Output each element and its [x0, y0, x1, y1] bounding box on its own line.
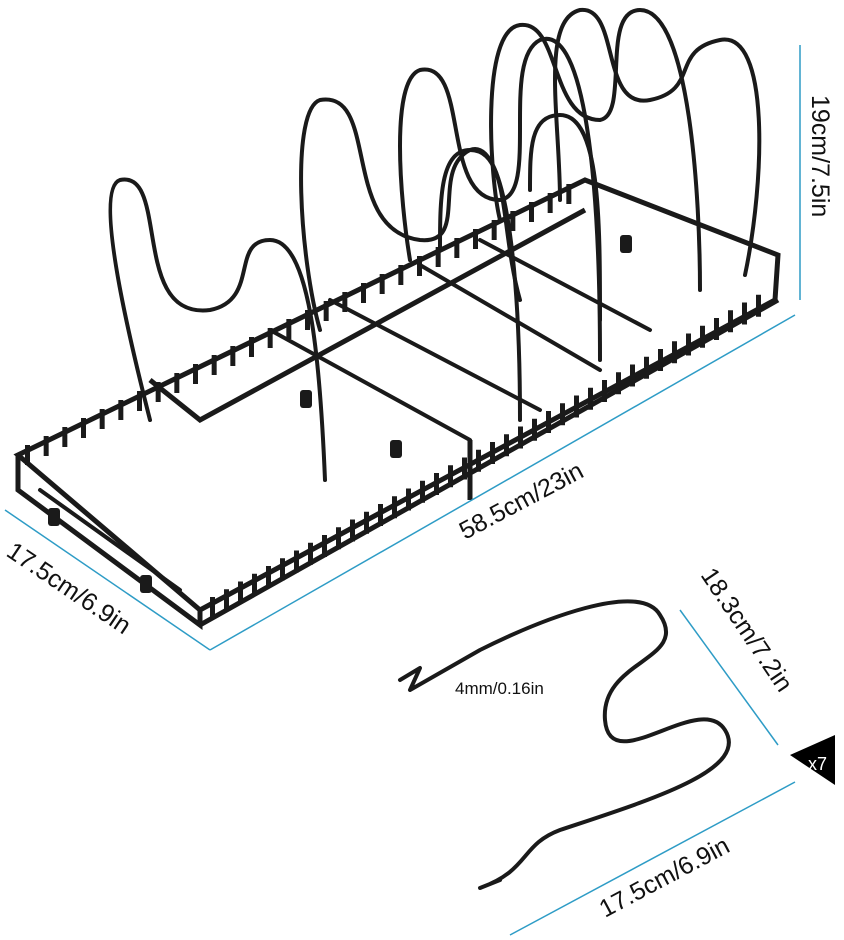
quantity-badge: x7	[790, 735, 835, 785]
rail-slot	[454, 238, 460, 258]
rail-slot	[630, 364, 635, 387]
rail-slot	[490, 442, 495, 464]
rail-slot	[238, 581, 243, 604]
rail-slot	[560, 403, 565, 426]
rail-slot	[644, 356, 649, 379]
rail-slot	[308, 542, 313, 565]
rail-slot	[686, 333, 691, 356]
rail-slot	[230, 346, 236, 366]
rail-slot	[211, 355, 217, 375]
rail-slot	[62, 427, 68, 447]
rail-slot	[398, 265, 404, 285]
rack-height-label: 19cm/7.5in	[806, 95, 834, 217]
rail-slot	[566, 184, 572, 204]
rail-slot	[378, 504, 383, 526]
rail-slot	[491, 220, 497, 240]
rail-slot	[379, 274, 385, 294]
rail-slot	[672, 341, 677, 364]
rail-slot	[728, 310, 733, 333]
divider-illustration	[398, 599, 731, 890]
rail-slot	[420, 480, 425, 503]
rail-slot	[714, 318, 719, 340]
rail-slot	[155, 382, 161, 402]
rail-slot	[756, 294, 761, 317]
rail-slot	[406, 488, 411, 511]
rail-slot	[364, 511, 369, 534]
wire-diameter-label: 4mm/0.16in	[455, 679, 544, 698]
rail-slot	[434, 473, 439, 495]
quantity-badge-text: x7	[808, 754, 827, 774]
divider-width-label: 17.5cm/6.9in	[595, 831, 735, 923]
rack-width-label: 17.5cm/6.9in	[2, 537, 136, 640]
rail-slot	[392, 496, 397, 519]
rail-slot	[43, 436, 49, 456]
rail-slot	[742, 302, 747, 325]
rail-slot	[588, 387, 593, 410]
rail-slot	[473, 229, 478, 249]
rail-slot	[529, 202, 534, 222]
rail-slot	[25, 445, 30, 465]
rail-slot	[700, 325, 705, 348]
rail-slot	[286, 319, 292, 339]
rack-illustration	[13, 7, 781, 630]
rail-slot	[504, 434, 509, 457]
rail-slot	[224, 589, 229, 612]
rail-slot	[322, 535, 327, 557]
rail-slot	[462, 457, 467, 480]
rail-slot	[267, 328, 273, 348]
rail-slot	[435, 247, 441, 267]
rail-slot	[448, 465, 453, 488]
rail-slot	[547, 193, 553, 213]
rail-slot	[476, 449, 481, 472]
rail-slot	[574, 395, 579, 418]
rail-slot	[602, 380, 607, 402]
rail-slot	[266, 566, 271, 588]
rail-slot	[518, 426, 523, 449]
rail-slot	[510, 211, 516, 231]
rail-slot	[252, 573, 257, 596]
rail-slot	[81, 418, 86, 438]
rail-slot	[193, 364, 198, 384]
rail-slot	[294, 550, 299, 573]
rail-slot	[616, 372, 621, 395]
dimension-lines	[4, 45, 801, 936]
rail-slot	[361, 283, 366, 303]
rail-slot	[210, 597, 215, 619]
divider-height-label: 18.3cm/7.2in	[695, 563, 798, 697]
rail-slot	[249, 337, 254, 357]
rail-slot	[99, 409, 105, 429]
rail-slot	[118, 400, 124, 420]
rail-slot	[546, 411, 551, 433]
rail-slot	[323, 301, 329, 321]
rail-slot	[174, 373, 180, 393]
rail-slot	[658, 349, 663, 371]
rail-slot	[280, 558, 285, 581]
rail-slot	[336, 527, 341, 550]
rail-slot	[137, 391, 142, 411]
rail-slot	[417, 256, 422, 276]
rail-slot	[532, 418, 537, 441]
rail-slot	[342, 292, 348, 312]
rail-slot	[305, 310, 310, 330]
rail-slot	[350, 519, 355, 542]
